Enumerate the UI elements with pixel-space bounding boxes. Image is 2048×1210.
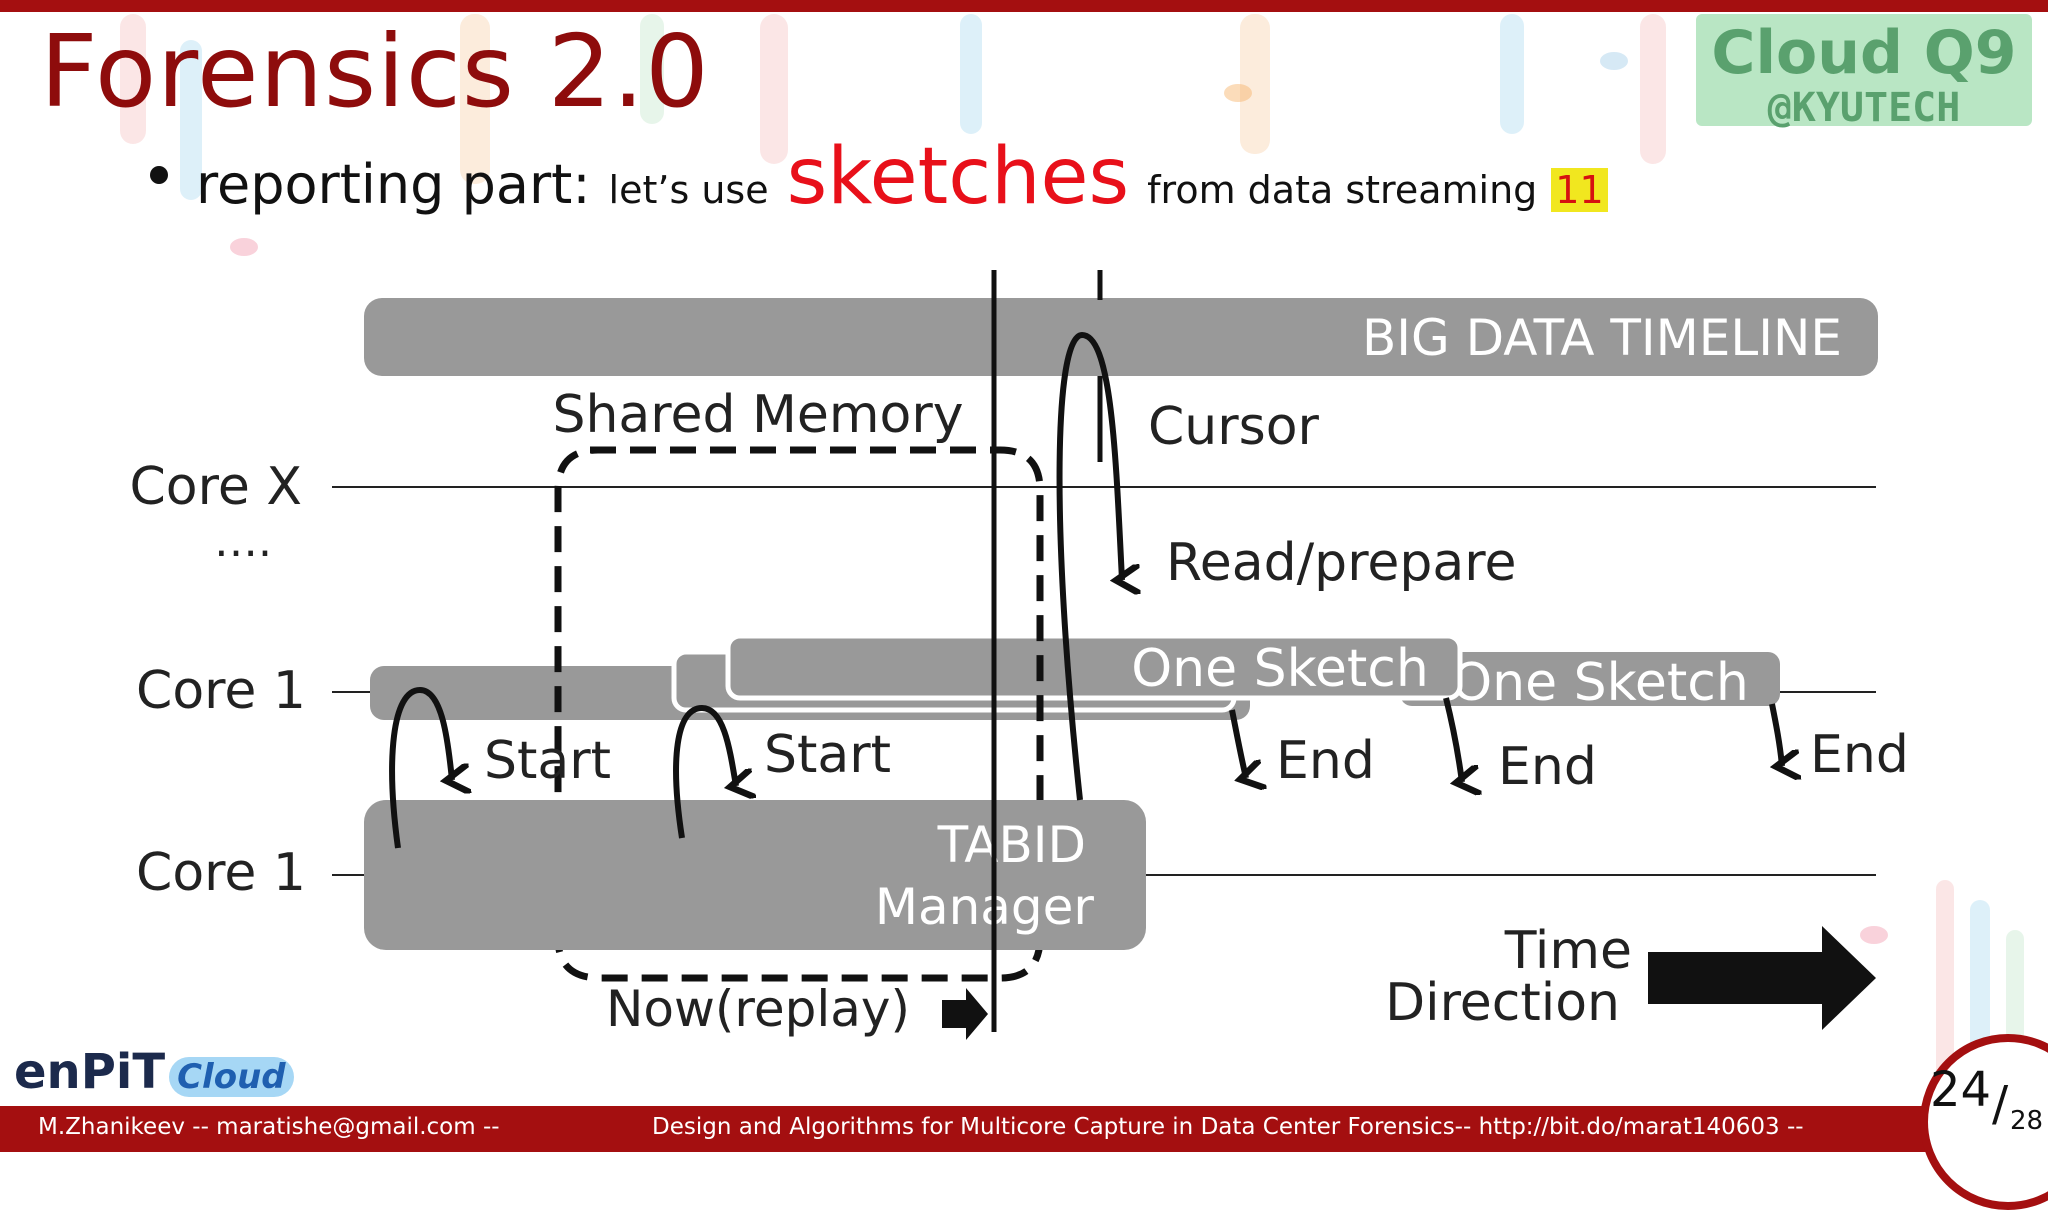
bullet-lead: reporting part: xyxy=(196,153,591,216)
core-1b-label: Core 1 xyxy=(136,843,306,903)
page-total: 28 xyxy=(2010,1106,2044,1136)
sketch-bar-2 xyxy=(1400,652,1780,706)
start-arrow-2 xyxy=(673,704,736,839)
cursor-label: Cursor xyxy=(1148,397,1320,457)
bullet-tail: from data streaming xyxy=(1147,168,1538,212)
tabid-manager-box xyxy=(364,800,1146,950)
footer-bar xyxy=(0,1106,2048,1152)
brand-sub-text: @KYUTECH xyxy=(1767,85,1961,131)
time-direction-arrow-icon xyxy=(1648,926,1876,1030)
sketch-bar-1 xyxy=(725,633,1463,701)
read-prepare-label: Read/prepare xyxy=(1166,533,1517,593)
start-label-1: Start xyxy=(484,731,611,791)
bullet-highlight: sketches xyxy=(786,132,1130,222)
end-label-3: End xyxy=(1810,725,1909,785)
shared-memory-label: Shared Memory xyxy=(552,385,963,445)
sketch-label-1: One Sketch xyxy=(1131,639,1429,699)
footer-title: Design and Algorithms for Multicore Capt… xyxy=(652,1114,1804,1140)
now-arrow-icon xyxy=(942,988,988,1040)
end-label-2: End xyxy=(1498,737,1597,797)
bullet-point: reporting part: let’s use sketches from … xyxy=(150,132,1608,222)
footer-author: M.Zhanikeev -- maratishe@gmail.com -- xyxy=(38,1114,500,1140)
timeline-label: BIG DATA TIMELINE xyxy=(1362,309,1842,367)
big-data-timeline-bar xyxy=(364,298,1878,376)
slide-title: Forensics 2.0 xyxy=(40,13,710,130)
manager-label-line2: Manager xyxy=(875,878,1095,936)
core-x-label: Core X xyxy=(129,457,302,517)
top-bar xyxy=(0,0,2048,12)
time-label-line1: Time xyxy=(1504,921,1632,981)
timeline-diagram: BIG DATA TIMELINE One Sketch One Sketch … xyxy=(129,270,1909,1040)
end-label-1: End xyxy=(1276,731,1375,791)
start-arrow-1 xyxy=(389,686,452,849)
bullet-mid: let’s use xyxy=(608,168,769,212)
reference-badge: 11 xyxy=(1551,168,1608,212)
sketch-label-2: One Sketch xyxy=(1451,653,1749,713)
brand-logo: Cloud Q9 @KYUTECH xyxy=(1696,14,2032,131)
end-arrow-2 xyxy=(1443,697,1462,782)
enpit-logo-cloud: Cloud xyxy=(169,1057,294,1097)
enpit-logo-main: enPiT xyxy=(14,1044,166,1100)
ellipsis-label: …. xyxy=(214,516,272,567)
page-separator: / xyxy=(1992,1076,2009,1132)
manager-label-line1: TABID xyxy=(937,816,1086,874)
end-arrow-3 xyxy=(1769,703,1782,766)
end-arrow-1 xyxy=(1229,709,1246,778)
time-label-line2: Direction xyxy=(1385,973,1620,1033)
bullet-icon xyxy=(150,166,168,184)
page-number: 24 / 28 xyxy=(1918,1034,2048,1210)
now-replay-label: Now(replay) xyxy=(606,980,910,1038)
brand-main-text: Cloud Q9 xyxy=(1711,18,2017,88)
page-current: 24 xyxy=(1930,1062,1992,1118)
core-1a-label: Core 1 xyxy=(136,661,306,721)
shared-memory-box xyxy=(554,446,1044,982)
cursor-loop-arrow xyxy=(1056,331,1122,801)
start-label-2: Start xyxy=(764,725,891,785)
